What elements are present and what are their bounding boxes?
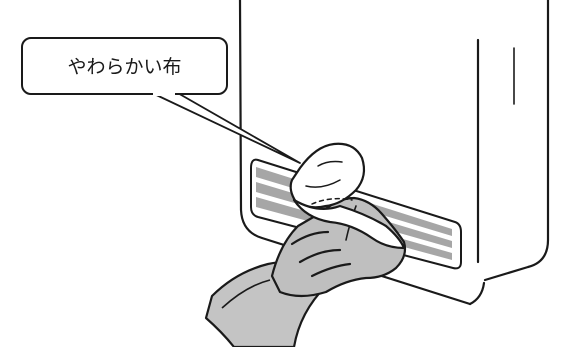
soft-cloth-icon bbox=[289, 142, 406, 250]
callout-box bbox=[21, 37, 228, 95]
callout: やわらかい布 bbox=[21, 37, 228, 96]
callout-label: やわらかい布 bbox=[67, 56, 181, 78]
heater-cabinet bbox=[238, 0, 550, 306]
callout-leader bbox=[149, 91, 301, 164]
